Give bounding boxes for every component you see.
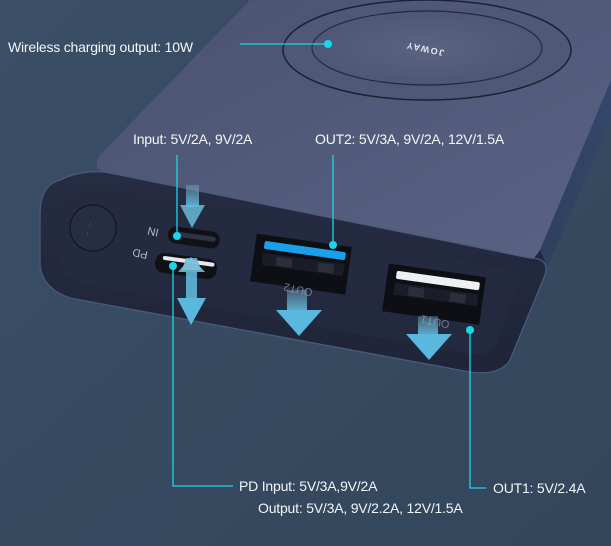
power-button [69, 204, 117, 252]
usb-a-out1-port [382, 263, 486, 325]
pd-output-callout: Output: 5V/3A, 9V/2.2A, 12V/1.5A [258, 500, 463, 516]
wireless-charging-callout: Wireless charging output: 10W [8, 39, 193, 55]
leader-lines [172, 43, 486, 489]
out1-callout: OUT1: 5V/2.4A [493, 480, 586, 496]
in-port-marking: IN [147, 224, 160, 238]
usb-c-in-port [168, 226, 220, 249]
usb-a-out2-port [250, 233, 352, 295]
pd-input-callout: PD Input: 5V/3A,9V/2A [239, 478, 378, 494]
wireless-charging-pad [282, 0, 572, 101]
out2-callout: OUT2: 5V/3A, 9V/2A, 12V/1.5A [315, 131, 504, 147]
input-callout: Input: 5V/2A, 9V/2A [133, 131, 253, 147]
input-arrow-icon [180, 185, 205, 228]
pd-bidirectional-arrow-icon [177, 257, 206, 325]
leader-dots [169, 40, 474, 334]
out2-arrow-icon [276, 290, 322, 336]
out1-arrow-icon [406, 316, 452, 360]
pd-port-marking: PD [131, 246, 148, 261]
